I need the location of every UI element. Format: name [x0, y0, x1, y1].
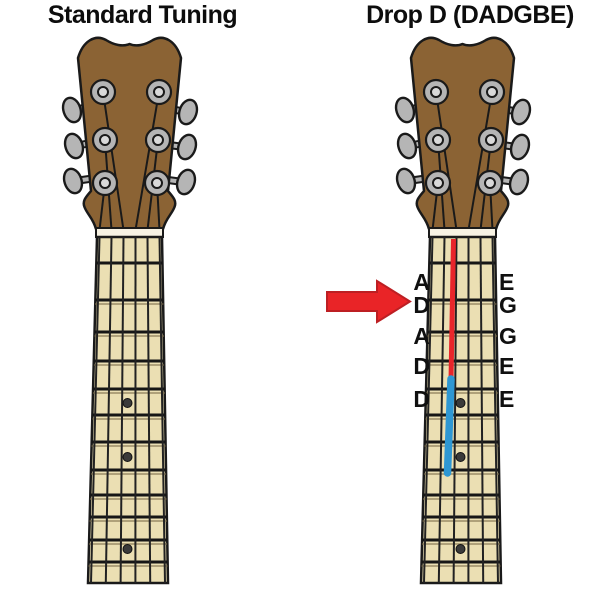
note-label-right-4: E — [499, 353, 515, 379]
drop-d-title: Drop D (DADGBE) — [366, 1, 574, 29]
note-label-right-5: E — [499, 386, 515, 412]
detuned-string-highlight-red — [448, 238, 456, 382]
note-label-left-3: A — [413, 323, 430, 349]
note-label-left-4: D — [413, 353, 430, 379]
note-label-right-2: G — [499, 292, 517, 318]
note-label-left-5: D — [413, 386, 430, 412]
detuned-string-highlight-blue — [443, 375, 455, 477]
note-label-right-3: G — [499, 323, 517, 349]
red-right-arrow-icon — [326, 279, 412, 324]
guitar-standard-tuning — [60, 38, 200, 583]
note-label-left-1: A — [413, 269, 430, 295]
standard-tuning-title: Standard Tuning — [47, 1, 238, 29]
note-label-right-1: E — [499, 269, 515, 295]
note-label-left-2: D — [413, 292, 430, 318]
